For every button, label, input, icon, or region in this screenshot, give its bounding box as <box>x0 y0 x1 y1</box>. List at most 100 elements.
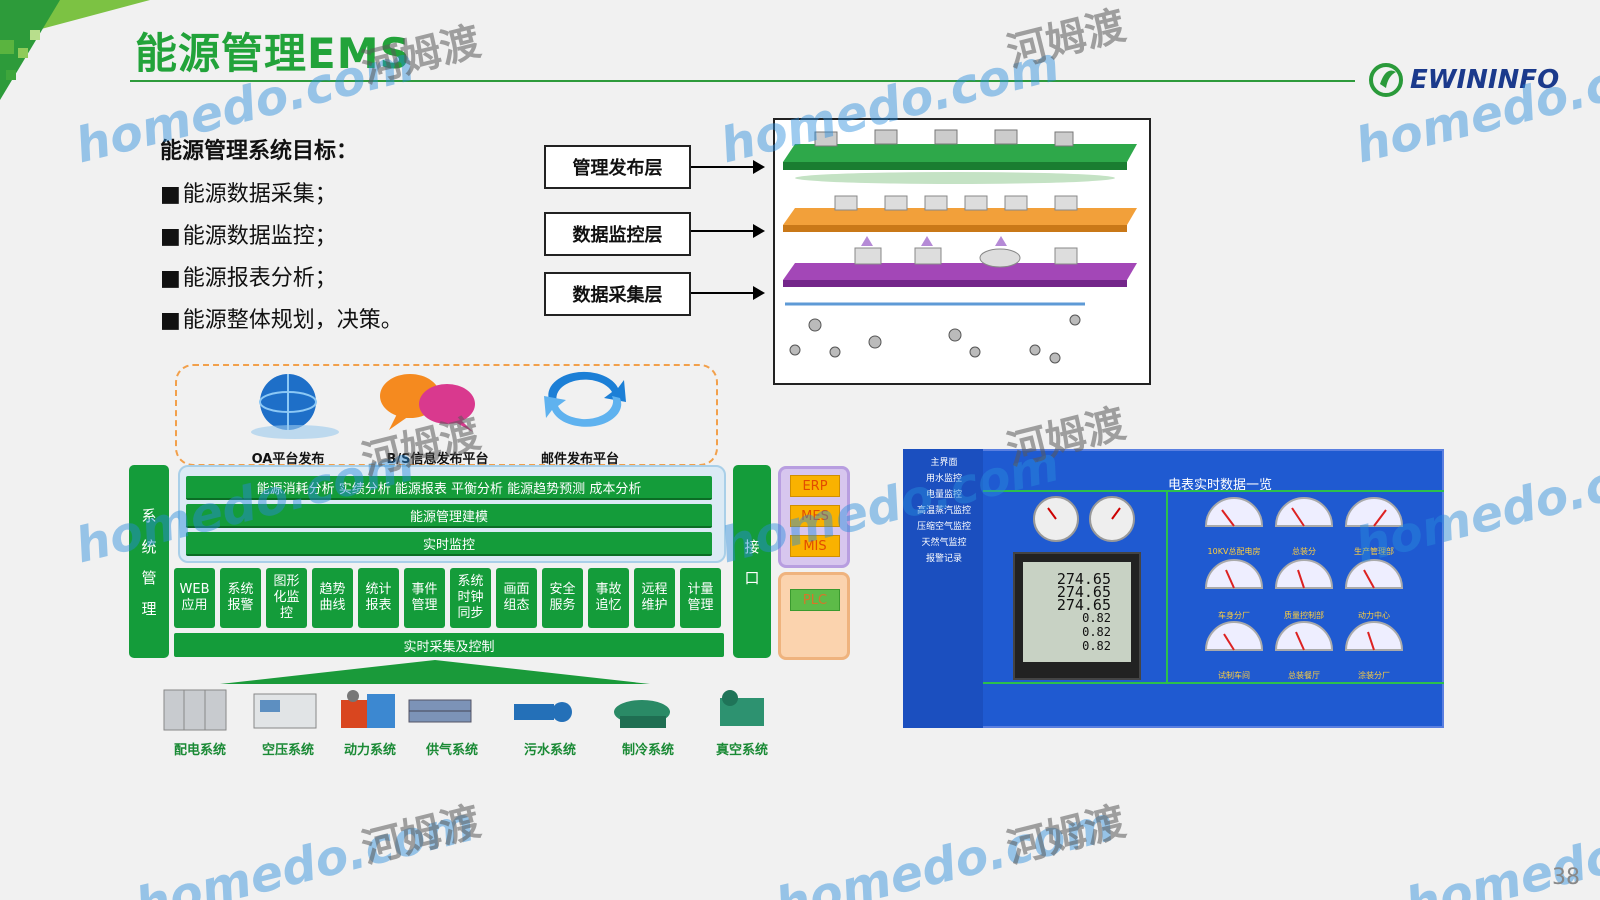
platform-label-oa: OA平台发布 <box>251 452 325 467</box>
meter-display: 274.65 274.65 274.65 0.82 0.82 0.82 <box>1023 562 1131 662</box>
bar-char: 系 <box>141 506 157 525</box>
air-compressor-icon <box>253 693 317 729</box>
module-screen: 画面 组态 <box>496 568 537 628</box>
equipment-label: 空压系统 <box>261 743 314 758</box>
meter-value: 274.65 <box>1056 583 1111 601</box>
module-clock: 系统 时钟 同步 <box>450 568 491 628</box>
arrow-right-icon <box>691 286 765 300</box>
page-number: 38 <box>1552 865 1580 890</box>
module-alarm: 系统 报警 <box>220 568 261 628</box>
system-management-bar: 系 统 管 理 <box>129 465 169 658</box>
module-label: 图形 化监 控 <box>273 574 300 621</box>
title-divider <box>130 80 1355 82</box>
watermark: homedo.com <box>130 796 480 900</box>
email-sync-icon <box>544 371 626 427</box>
arrow-right-icon <box>691 224 765 238</box>
watermark: 河姆渡 <box>1002 798 1130 873</box>
gauge-label: 生产管理部 <box>1354 547 1394 556</box>
module-trend: 趋势 曲线 <box>312 568 353 628</box>
interface-panel: ERP MES MIS <box>778 466 850 568</box>
module-security: 安全 服务 <box>542 568 583 628</box>
modeling-band: 能源管理建模 <box>186 504 712 528</box>
sewage-pump-icon <box>514 702 572 722</box>
goals-heading: 能源管理系统目标： <box>160 139 359 164</box>
chiller-icon <box>614 700 670 728</box>
menu-item: 电量监控 <box>925 490 962 500</box>
interface-bar: 接 口 <box>733 465 771 658</box>
monitor-divider <box>1166 492 1168 682</box>
menu-item: 报警记录 <box>925 554 962 564</box>
module-remote: 远程 维护 <box>634 568 675 628</box>
gas-supply-icon <box>408 699 472 723</box>
bar-char: 统 <box>141 537 157 556</box>
module-label: 系统 报警 <box>227 582 254 613</box>
monitoring-band: 实时监控 <box>186 532 712 556</box>
watermark: homedo.com <box>1350 36 1600 175</box>
menu-item: 天然气监控 <box>921 538 967 548</box>
boiler-icon <box>341 690 395 728</box>
globe-icon <box>251 374 339 439</box>
bar-char: 接 <box>744 537 760 556</box>
menu-item: 压缩空气监控 <box>916 522 971 532</box>
triangle-connector <box>220 660 650 684</box>
watermark: homedo.com <box>770 796 1120 900</box>
equipment-label: 污水系统 <box>523 743 576 758</box>
equipment-label: 制冷系统 <box>621 743 674 758</box>
module-label: 画面 组态 <box>503 582 530 613</box>
module-report: 统计 报表 <box>358 568 399 628</box>
gauge-label: 车身分厂 <box>1218 611 1250 620</box>
arrow-right-icon <box>691 160 765 174</box>
equipment-label: 配电系统 <box>173 743 226 758</box>
module-label: 统计 报表 <box>365 582 392 613</box>
monitor-title-divider <box>983 490 1444 492</box>
goal-item: 能源数据监控； <box>160 218 337 250</box>
meter-value: 274.65 <box>1056 570 1111 588</box>
brand-logo-text: EWININFO <box>1410 65 1560 95</box>
module-web: WEB 应用 <box>174 568 215 628</box>
module-metering: 计量 管理 <box>680 568 721 628</box>
layer-label-publish: 管理发布层 <box>544 145 691 189</box>
gauge-label: 质量控制部 <box>1284 611 1324 620</box>
interface-mes: MES <box>790 505 840 527</box>
module-label: 安全 服务 <box>549 582 576 613</box>
equipment-label: 供气系统 <box>425 743 478 758</box>
layer-stack-illustration <box>783 129 1137 364</box>
watermark: 河姆渡 <box>1002 2 1130 77</box>
module-incident: 事故 追忆 <box>588 568 629 628</box>
architecture-diagram <box>773 118 1151 385</box>
interface-plc: PLC <box>790 589 840 611</box>
layer-label-collect: 数据采集层 <box>544 272 691 316</box>
module-label: 趋势 曲线 <box>319 582 346 613</box>
monitor-divider <box>983 682 1444 684</box>
menu-item: 主界面 <box>930 458 958 468</box>
gauge-grid <box>1204 497 1404 651</box>
brand-logo: EWININFO <box>1368 58 1568 102</box>
meter-value: 0.82 <box>1082 611 1111 625</box>
module-label: 事故 追忆 <box>595 582 622 613</box>
menu-item: 高温蒸汽监控 <box>916 506 971 516</box>
power-distribution-icon <box>163 689 227 731</box>
dual-gauge-icon <box>1033 496 1135 542</box>
module-event: 事件 管理 <box>404 568 445 628</box>
corner-decoration <box>0 0 150 100</box>
module-label: 事件 管理 <box>411 582 438 613</box>
chat-bubbles-icon <box>380 374 475 432</box>
module-label: 计量 管理 <box>687 582 714 613</box>
equipment-label: 真空系统 <box>715 743 768 758</box>
interface-erp: ERP <box>790 475 840 497</box>
meter-value: 0.82 <box>1082 639 1111 653</box>
bar-char: 口 <box>744 568 760 587</box>
meter-value: 274.65 <box>1056 596 1111 614</box>
platform-label-bs: B/S信息发布平台 <box>386 452 489 467</box>
goal-item: 能源数据采集； <box>160 176 337 208</box>
watermark: 河姆渡 <box>357 798 485 873</box>
platform-label-email: 邮件发布平台 <box>540 452 619 467</box>
gauge-label: 总装餐厅 <box>1288 671 1320 680</box>
bar-char: 理 <box>141 599 157 618</box>
module-label: WEB 应用 <box>179 582 210 613</box>
monitor-title: 电表实时数据一览 <box>1167 478 1272 493</box>
menu-item: 用水监控 <box>925 474 962 484</box>
equipment-label: 动力系统 <box>343 743 396 758</box>
module-label: 系统 时钟 同步 <box>457 574 484 621</box>
monitor-menu: 主界面 用水监控 电量监控 高温蒸汽监控 压缩空气监控 天然气监控 报警记录 <box>903 449 983 728</box>
